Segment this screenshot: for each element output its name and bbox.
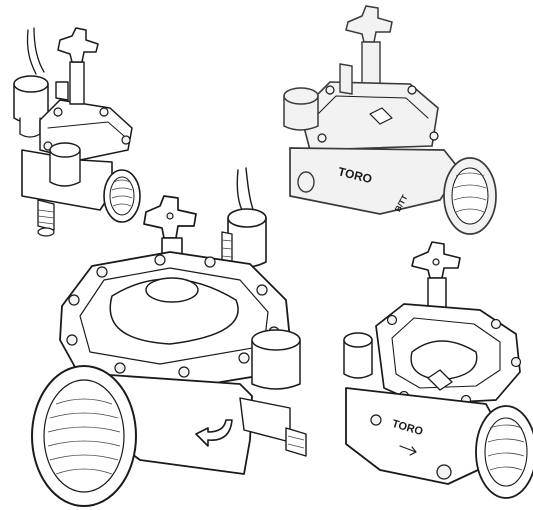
flow-direction-arrow-icon — [399, 445, 417, 456]
valve-top-left — [13, 27, 141, 237]
valve-bottom-right: TORO — [343, 241, 533, 499]
flow-direction-arrow-icon — [195, 419, 233, 447]
valve-top-right: TORO B/TT — [283, 5, 497, 235]
valve-center-large — [31, 167, 307, 507]
flow-control-handle-icon — [345, 5, 393, 43]
flow-control-handle-icon — [57, 27, 99, 63]
